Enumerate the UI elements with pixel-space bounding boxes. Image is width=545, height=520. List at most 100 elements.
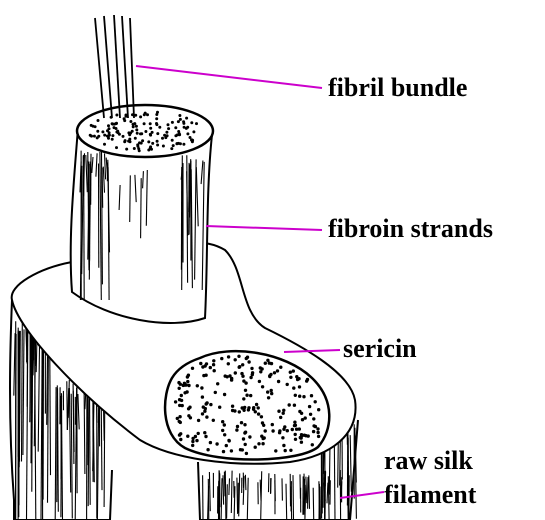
fibroin-dot (248, 435, 251, 438)
fibril-dot (129, 132, 132, 135)
fibroin-dot (234, 371, 237, 374)
fibroin-dot (289, 371, 292, 374)
fibroin-dot (317, 408, 320, 411)
fibroin-dot (178, 433, 181, 436)
hatch-stroke (313, 488, 314, 519)
fibroin-dot (244, 431, 247, 434)
hatch-stroke (61, 396, 62, 457)
fibroin-dot (300, 441, 303, 444)
fibroin-dot (261, 421, 264, 424)
fibril-dot (111, 138, 114, 141)
fibroin-dot (300, 433, 303, 436)
fibroin-dot (225, 444, 228, 447)
fibroin-dot (292, 369, 295, 372)
fibroin-dot (179, 383, 182, 386)
fibroin-dot (204, 435, 207, 438)
fibroin-dot (273, 371, 276, 374)
fibril-dot (190, 138, 193, 141)
fibril-dot (149, 145, 152, 148)
fibril-dot (138, 149, 141, 152)
fibril-dot (183, 126, 186, 129)
fibroin-dot (293, 404, 296, 407)
fibroin-dot (221, 429, 224, 432)
fibroin-dot (178, 387, 181, 390)
fibril-dot (97, 135, 100, 138)
fibroin-dot (312, 430, 315, 433)
fibroin-dot (282, 409, 285, 412)
fibril-dot (156, 140, 159, 143)
fibroin-dot (212, 359, 215, 362)
fibril-dot (122, 135, 125, 138)
hatch-stroke (130, 175, 131, 222)
fibroin-dot (282, 444, 285, 447)
fibroin-dot (187, 407, 190, 410)
fibroin-dot (292, 386, 295, 389)
fibril-dot (174, 126, 177, 129)
fibril-dot (156, 132, 159, 135)
fibroin-dot (209, 403, 212, 406)
fibroin-dot (308, 405, 311, 408)
fibril-dot (182, 143, 185, 146)
fibroin-dot (189, 416, 192, 419)
fibroin-dot (298, 395, 301, 398)
fibroin-dot (261, 442, 264, 445)
fibril-dot (163, 134, 166, 137)
hatch-stroke (89, 162, 90, 261)
fibroin-dot (242, 379, 245, 382)
fibroin-dot (255, 403, 258, 406)
fibroin-dot (269, 373, 272, 376)
fibroin-dot (251, 371, 254, 374)
fibroin-dot (260, 415, 263, 418)
fibroin-dot (242, 437, 245, 440)
fibril-dot (127, 140, 130, 143)
fibril-dot (143, 122, 146, 125)
fibroin-dot (178, 398, 181, 401)
fibroin-dot (201, 395, 204, 398)
fibroin-dot (244, 443, 247, 446)
fibril-dot (176, 142, 179, 145)
label-fibroin-strands: fibroin strands (328, 216, 493, 242)
fibroin-dot (202, 405, 205, 408)
fibroin-dot (299, 436, 302, 439)
fibril-dot (172, 144, 175, 147)
label-fibril-bundle: fibril bundle (328, 75, 467, 101)
fibroin-dot (214, 391, 217, 394)
hatch-stroke (229, 478, 230, 495)
fibroin-dot (257, 406, 260, 409)
fibril-dot (171, 121, 174, 124)
fibroin-dot (223, 423, 226, 426)
fibroin-dot (231, 409, 234, 412)
label-filament: filament (384, 482, 476, 508)
fibroin-dot (245, 452, 248, 455)
hatch-stroke (286, 484, 287, 520)
fibroin-dot (216, 382, 219, 385)
fibroin-dot (201, 412, 204, 415)
fibroin-dot (191, 440, 194, 443)
fibroin-dot (298, 410, 301, 413)
hatch-stroke (102, 168, 103, 208)
fibroin-dot (186, 380, 189, 383)
fibroin-dot (247, 360, 250, 363)
fibroin-dot (200, 386, 203, 389)
fibroin-dot (205, 415, 208, 418)
fibril-dot (186, 126, 189, 129)
fibril-dot (90, 124, 93, 127)
fibroin-dot (267, 396, 270, 399)
hatch-stroke (31, 323, 32, 464)
fibril-dot (115, 131, 118, 134)
fibril-dot (158, 126, 161, 129)
fibroin-dot (258, 380, 261, 383)
fibril-dot (103, 143, 106, 146)
hatch-stroke (304, 479, 305, 515)
fibril-dot (135, 128, 138, 131)
fibroin-dot (197, 432, 200, 435)
fibroin-dot (186, 435, 189, 438)
fibroin-dot (235, 428, 238, 431)
fibroin-dot (294, 394, 297, 397)
hatch-stroke (90, 390, 91, 505)
fibroin-dot (220, 357, 223, 360)
fibroin-dot (249, 394, 252, 397)
fibroin-dot (271, 429, 274, 432)
fibril-dot (144, 130, 147, 133)
fibroin-dot (289, 376, 292, 379)
